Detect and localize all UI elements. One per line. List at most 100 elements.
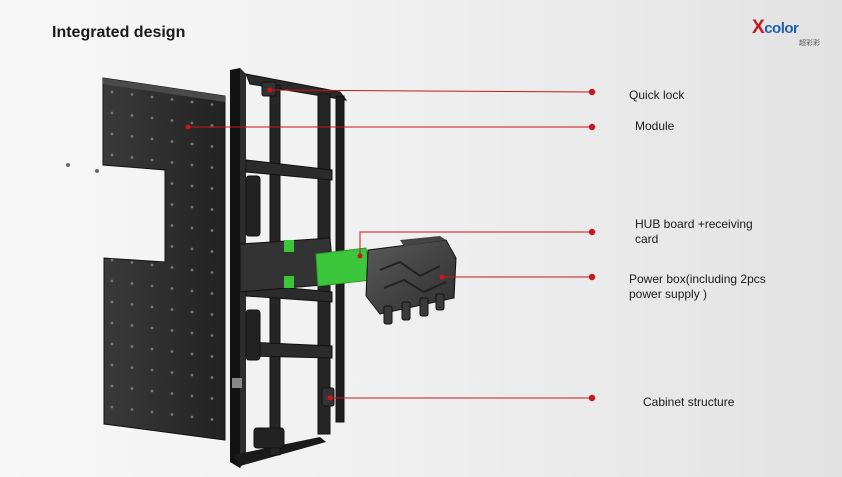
label-power-line2: power supply ): [629, 287, 708, 301]
logo-mark: X: [752, 17, 765, 38]
screw-hole: [170, 371, 174, 374]
label-quick-lock: Quick lock: [629, 88, 685, 102]
loose-screw: [66, 163, 70, 167]
screw-hole: [150, 410, 154, 414]
screw-hole: [170, 329, 174, 332]
screw-hole: [170, 392, 174, 395]
screw-hole: [150, 368, 154, 372]
label-cabinet: Cabinet structure: [643, 395, 735, 409]
leader-lines: [185, 87, 596, 402]
screw-hole: [170, 98, 174, 101]
screw-hole: [150, 389, 154, 393]
leader-hub-end-dot: [588, 228, 596, 236]
screw-hole: [110, 384, 114, 388]
screw-hole: [190, 100, 194, 104]
screw-hole: [150, 347, 154, 351]
diagram-title: Integrated design: [52, 24, 186, 41]
screw-hole: [150, 95, 154, 99]
brand-logo: Xcolor 超彩彩: [752, 17, 824, 49]
screw-hole: [190, 226, 194, 230]
screw-hole: [210, 166, 214, 169]
label-module: Module: [635, 119, 675, 133]
screw-hole: [170, 182, 174, 185]
screw-hole: [190, 184, 194, 188]
screw-hole: [190, 415, 194, 419]
label-hub-board: HUB board +receiving card: [635, 217, 753, 247]
screw-hole: [130, 261, 134, 264]
screw-hole: [190, 373, 194, 377]
screw-hole: [190, 205, 194, 209]
screw-hole: [110, 321, 114, 325]
screw-hole: [190, 163, 194, 167]
screw-hole: [110, 342, 114, 346]
cabinet-frame: [230, 68, 348, 468]
screw-hole: [210, 103, 214, 106]
screw-hole: [110, 279, 114, 283]
module-panel: [102, 77, 226, 441]
screw-hole: [190, 310, 194, 314]
screw-hole: [170, 266, 174, 269]
screw-hole: [210, 187, 214, 190]
screw-hole: [190, 142, 194, 146]
screw-hole: [150, 326, 154, 330]
screw-hole: [190, 352, 194, 356]
screw-hole: [210, 145, 214, 148]
screw-hole: [190, 394, 194, 398]
power-box: [365, 236, 457, 325]
screw-hole: [210, 376, 214, 379]
leader-hub-start-dot: [357, 253, 363, 259]
screw-hole: [110, 363, 114, 367]
logo-text: color: [764, 20, 799, 37]
label-power-line1: Power box(including 2pcs: [629, 272, 766, 286]
screw-hole: [190, 247, 194, 251]
screw-hole: [170, 413, 174, 416]
screw-hole: [210, 208, 214, 211]
screw-hole: [150, 116, 154, 120]
leader-cabinet-end-dot: [588, 394, 596, 402]
screw-hole: [150, 284, 154, 288]
screw-hole: [170, 350, 174, 353]
screw-hole: [130, 387, 134, 390]
screw-hole: [170, 140, 174, 143]
screw-hole: [170, 245, 174, 248]
logo-subtext: 超彩彩: [799, 39, 820, 47]
screw-hole: [210, 334, 214, 337]
label-hub-line1: HUB board +receiving: [635, 217, 753, 231]
screw-hole: [210, 124, 214, 127]
screw-hole: [130, 303, 134, 306]
leader-hub: [359, 231, 592, 256]
screw-hole: [210, 250, 214, 253]
screw-hole: [170, 224, 174, 227]
loose-screw: [95, 169, 99, 173]
label-hub-line2: card: [635, 232, 659, 246]
screw-hole: [130, 324, 134, 327]
screw-hole: [170, 119, 174, 122]
label-power-box: Power box(including 2pcs power supply ): [629, 272, 766, 302]
screw-hole: [130, 345, 134, 348]
screw-hole: [150, 263, 154, 267]
screw-hole: [210, 418, 214, 421]
leader-quick-lock-start-dot: [267, 87, 273, 93]
screw-hole: [210, 355, 214, 358]
screw-hole: [190, 289, 194, 293]
screw-hole: [150, 305, 154, 309]
screw-hole: [130, 156, 134, 159]
screw-hole: [150, 158, 154, 162]
screw-hole: [170, 287, 174, 290]
screw-hole: [110, 405, 114, 409]
leader-module-end-dot: [588, 123, 596, 131]
leader-power-start-dot: [439, 274, 445, 280]
screw-hole: [130, 408, 134, 411]
screw-hole: [110, 153, 114, 157]
screw-hole: [110, 111, 114, 115]
screw-hole: [210, 292, 214, 295]
screw-hole: [110, 132, 114, 136]
screw-hole: [130, 114, 134, 117]
screw-hole: [170, 308, 174, 311]
leader-cabinet-start-dot: [327, 395, 333, 401]
screw-hole: [110, 300, 114, 304]
screw-hole: [110, 90, 114, 94]
screw-hole: [190, 121, 194, 125]
